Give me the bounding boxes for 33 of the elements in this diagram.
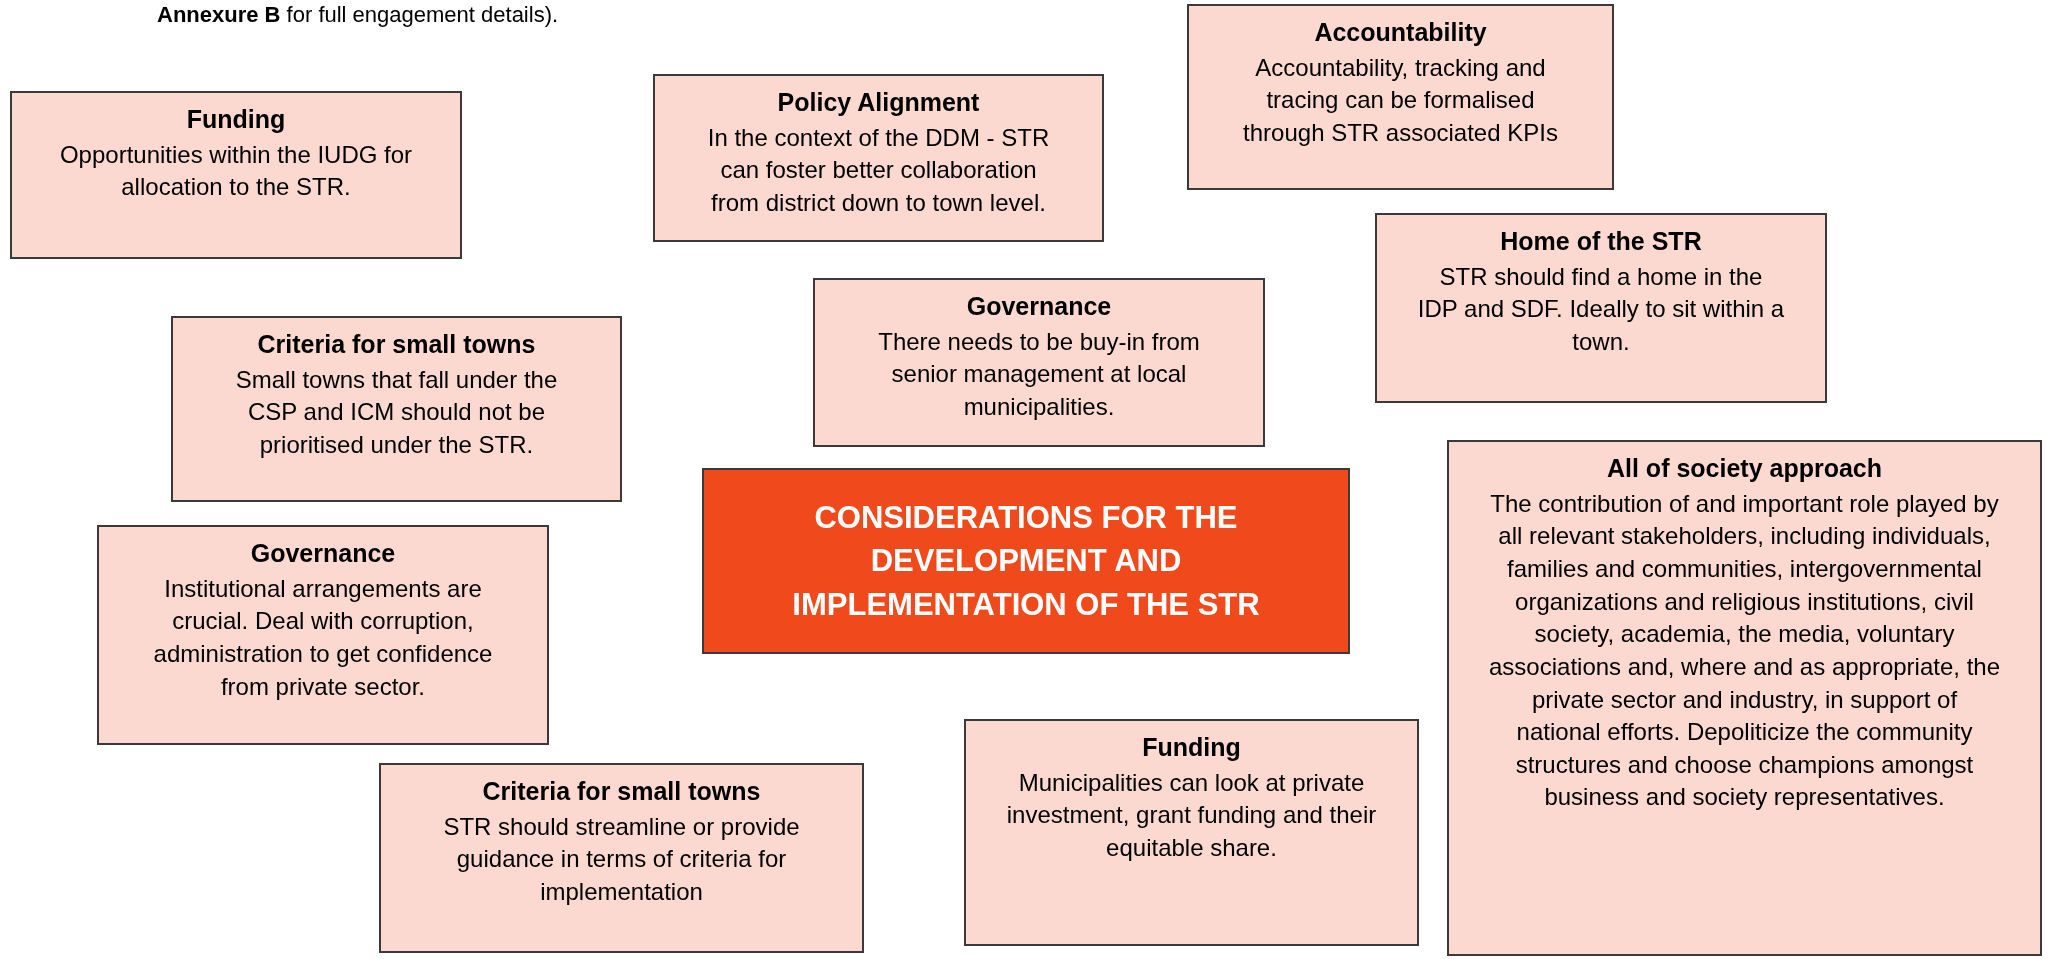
- topic-title: CONSIDERATIONS FOR THE DEVELOPMENT AND IMPLEMENTATION OF THE STR: [791, 498, 1261, 624]
- card-body-text: Small towns that fall under the CSP and ICM should not be prioritised under the STR.: [234, 364, 559, 460]
- note-card: [813, 278, 1265, 447]
- note-card: [379, 763, 864, 953]
- note-card: [1187, 4, 1614, 190]
- central-topic-box: [702, 468, 1350, 654]
- note-card: [97, 525, 549, 745]
- card-body-text: In the context of the DDM - STR can foster better collaboration from district down to town level.: [706, 122, 1051, 218]
- card-heading: Funding: [1142, 732, 1241, 763]
- card-heading: Governance: [250, 538, 396, 569]
- card-body-text: STR should find a home in the IDP and SDF. Ideally to sit within a town.: [1417, 261, 1785, 357]
- card-heading: Criteria for small towns: [482, 776, 761, 807]
- card-heading: Criteria for small towns: [257, 329, 536, 360]
- card-body-text: Opportunities within the IUDG for allocation to the STR.: [58, 139, 414, 203]
- note-card: [653, 74, 1104, 242]
- card-body-text: There needs to be buy-in from senior management at local municipalities.: [877, 326, 1201, 422]
- note-card: [964, 719, 1419, 946]
- card-heading: Funding: [186, 104, 286, 135]
- card-body-text: Municipalities can look at private investment, grant funding and their equitable share.: [1006, 767, 1377, 863]
- note-text: Annexure B for full engagement details).: [157, 2, 559, 28]
- card-body-text: The contribution of and important role played by all relevant stakeholders, including individuals, families and communities, intergovernmental organizations and religious institutions, civil society, academia, the media, voluntary associations and, where and as appropriate, the private sector and industry, in support of national efforts. Depoliticize the community structures and choose champions amongst business and society representatives.: [1489, 488, 2000, 813]
- card-body-text: Institutional arrangements are crucial. Deal with corruption, administration to get confidence from private sector.: [152, 573, 494, 702]
- note-card: [1375, 213, 1827, 403]
- card-heading: Policy Alignment: [777, 87, 980, 118]
- card-heading: Home of the STR: [1500, 226, 1702, 257]
- card-heading: Accountability: [1314, 17, 1487, 48]
- card-heading: Governance: [966, 291, 1112, 322]
- card-body-text: STR should streamline or provide guidance in terms of criteria for implementation: [442, 811, 801, 907]
- note-card: [10, 91, 462, 259]
- card-heading: All of society approach: [1606, 453, 1883, 484]
- note-card: [171, 316, 622, 502]
- note-card: [1447, 440, 2042, 956]
- card-body-text: Accountability, tracking and tracing can be formalised through STR associated KPIs: [1242, 52, 1559, 148]
